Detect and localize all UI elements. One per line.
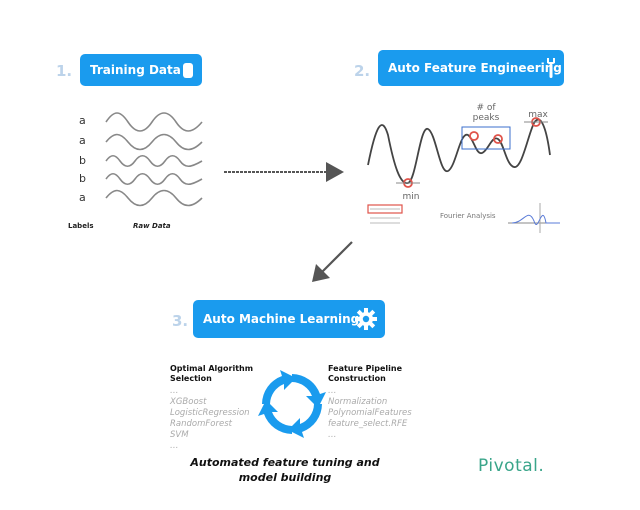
cycle-icon bbox=[258, 370, 326, 438]
peaks-label: # of peaks bbox=[466, 103, 506, 123]
feature-engineering-pill: Auto Feature Engineering bbox=[378, 50, 564, 86]
raw-data-caption: Raw Data bbox=[133, 222, 171, 230]
arrow-down-left bbox=[312, 241, 353, 282]
pipeline-heading-line1: Feature Pipeline bbox=[328, 364, 403, 373]
label-2: a bbox=[79, 134, 86, 147]
tagline-line1: Automated feature tuning and bbox=[190, 456, 380, 469]
algorithm-list: … XGBoost LogisticRegression RandomFores… bbox=[170, 386, 250, 451]
signal-plot bbox=[367, 117, 560, 233]
tagline: Automated feature tuning and model build… bbox=[170, 455, 400, 485]
label-4: b bbox=[79, 172, 86, 185]
automl-title: Auto Machine Learning bbox=[203, 312, 360, 326]
training-data-pill: Training Data bbox=[80, 54, 202, 86]
gear-icon bbox=[355, 308, 377, 330]
raw-data-waves bbox=[105, 112, 203, 207]
pivotal-logo: Pivotal. bbox=[478, 456, 545, 476]
peaks-label-line2: peaks bbox=[472, 113, 500, 123]
arrow-right bbox=[224, 162, 344, 182]
pipeline-heading-line2: Construction bbox=[328, 374, 386, 383]
automl-pill: Auto Machine Learning bbox=[193, 300, 385, 338]
algorithm-heading-line1: Optimal Algorithm bbox=[170, 364, 254, 373]
training-data-title: Training Data bbox=[90, 63, 181, 77]
peaks-label-line1: # of bbox=[476, 103, 496, 113]
labels-caption: Labels bbox=[68, 222, 94, 230]
step-3-number: 3. bbox=[172, 312, 189, 330]
algorithm-heading-line2: Selection bbox=[170, 374, 212, 383]
pipeline-list: … Normalization PolynomialFeatures featu… bbox=[328, 386, 412, 440]
step-2-number: 2. bbox=[354, 62, 371, 80]
tagline-line2: model building bbox=[238, 471, 332, 484]
algorithm-selection-heading: Optimal Algorithm Selection bbox=[170, 364, 253, 384]
database-icon bbox=[183, 63, 193, 78]
min-label: min bbox=[402, 192, 420, 202]
fourier-analysis-label: Fourier Analysis bbox=[440, 212, 496, 220]
pipeline-construction-heading: Feature Pipeline Construction bbox=[328, 364, 402, 384]
step-1-number: 1. bbox=[56, 62, 73, 80]
label-1: a bbox=[79, 114, 86, 127]
feature-engineering-title: Auto Feature Engineering bbox=[388, 61, 562, 75]
max-label: max bbox=[528, 110, 548, 120]
label-5: a bbox=[79, 191, 86, 204]
wrench-icon bbox=[547, 58, 555, 78]
label-3: b bbox=[79, 154, 86, 167]
